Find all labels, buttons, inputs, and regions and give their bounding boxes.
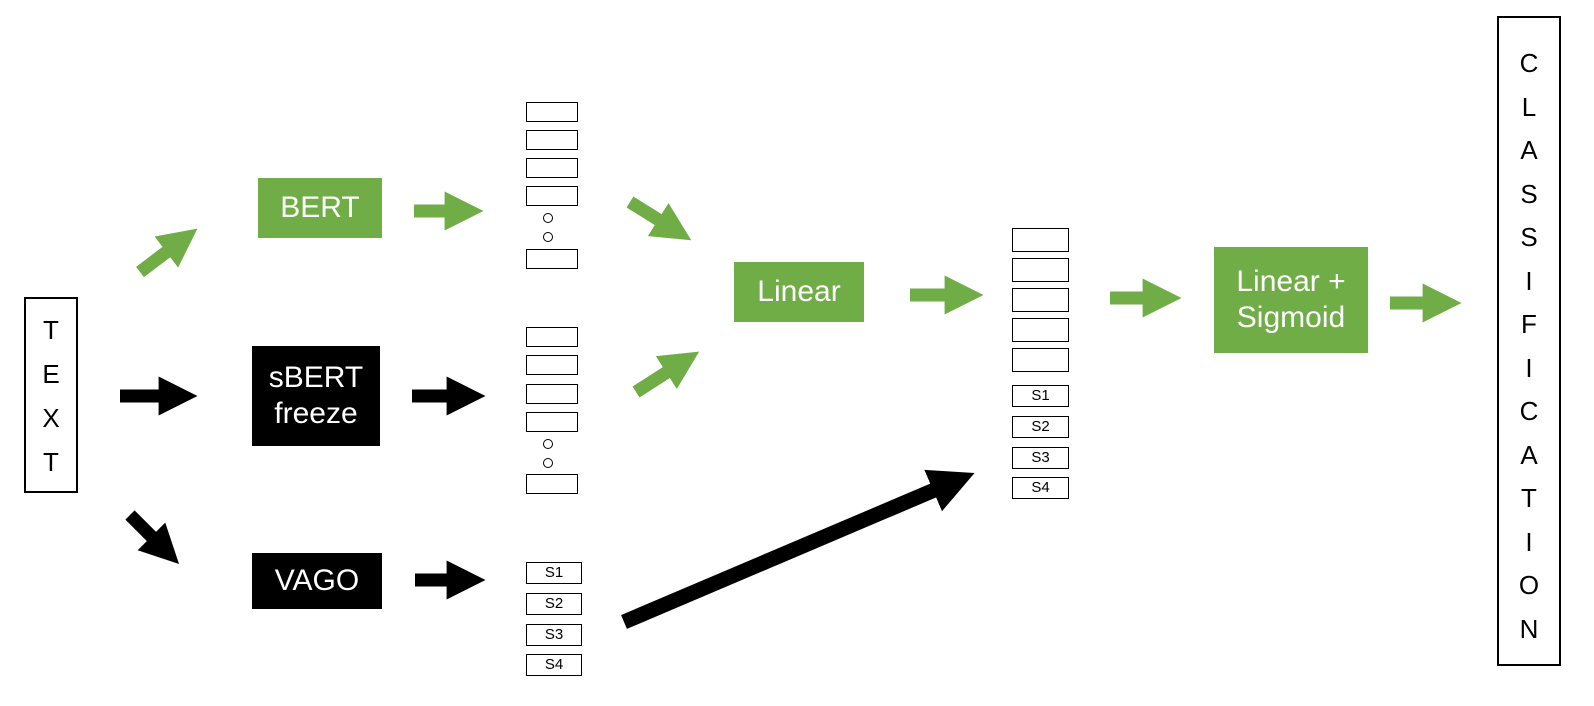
ellipsis-dot bbox=[543, 213, 553, 223]
output-letter: A bbox=[1520, 439, 1538, 470]
input-letter: T bbox=[43, 447, 59, 477]
score-cell: S2 bbox=[526, 593, 582, 615]
score-cell: S1 bbox=[1012, 385, 1069, 407]
vector-cell bbox=[526, 384, 578, 404]
linear-sigmoid-node: Linear + Sigmoid bbox=[1214, 247, 1368, 353]
input-letter: T bbox=[43, 315, 59, 345]
score-cell: S1 bbox=[526, 562, 582, 584]
input-letter: X bbox=[42, 403, 60, 433]
output-letter: F bbox=[1521, 309, 1537, 339]
score-cell: S4 bbox=[526, 654, 582, 676]
vector-cell bbox=[1012, 288, 1069, 312]
vector-cell bbox=[526, 249, 578, 269]
output-letter: C bbox=[1519, 48, 1539, 78]
sbert-label: sBERT bbox=[268, 361, 364, 394]
output-letter: I bbox=[1525, 526, 1533, 557]
vector-cell bbox=[526, 412, 578, 432]
vago-label: VAGO bbox=[274, 564, 360, 597]
output-letter: T bbox=[1521, 483, 1537, 513]
vector-cell bbox=[526, 327, 578, 347]
vector-cell bbox=[1012, 318, 1069, 342]
vector-cell bbox=[526, 158, 578, 178]
vector-cell bbox=[526, 355, 578, 375]
vector-cell bbox=[1012, 348, 1069, 372]
ellipsis-dot bbox=[543, 232, 553, 242]
linear-node: Linear bbox=[734, 262, 864, 322]
arrow-text-to-bert bbox=[136, 228, 198, 278]
vector-cell bbox=[526, 474, 578, 494]
input-text-box: T E X T bbox=[24, 297, 78, 493]
output-letter: A bbox=[1520, 135, 1538, 165]
output-letter: L bbox=[1521, 91, 1537, 122]
output-letter: I bbox=[1525, 265, 1533, 296]
output-letter: C bbox=[1519, 396, 1539, 426]
output-letter: N bbox=[1519, 613, 1539, 644]
linear-plus-label: Linear + bbox=[1236, 265, 1346, 298]
sbert-freeze-node: sBERT freeze bbox=[252, 346, 380, 446]
linear-label: Linear bbox=[757, 275, 841, 308]
input-letter: E bbox=[42, 359, 60, 389]
output-letter: O bbox=[1518, 570, 1540, 600]
vector-cell bbox=[526, 102, 578, 122]
vector-cell bbox=[1012, 258, 1069, 282]
arrow-sbert-vector-to-linear bbox=[632, 351, 700, 398]
vector-cell bbox=[526, 186, 578, 206]
output-letter: I bbox=[1525, 352, 1533, 383]
arrow-scores-to-concat bbox=[621, 469, 975, 629]
bert-node: BERT bbox=[258, 178, 382, 238]
ellipsis-dot bbox=[543, 458, 553, 468]
vector-cell bbox=[526, 130, 578, 150]
sbert-freeze-label: freeze bbox=[274, 397, 358, 430]
sigmoid-label: Sigmoid bbox=[1236, 301, 1346, 334]
vago-node: VAGO bbox=[252, 553, 382, 609]
arrow-bert-vector-to-linear bbox=[626, 196, 692, 241]
ellipsis-dot bbox=[543, 439, 553, 449]
vector-cell bbox=[1012, 228, 1069, 252]
score-cell: S2 bbox=[1012, 416, 1069, 438]
output-letter: S bbox=[1520, 222, 1538, 252]
score-cell: S3 bbox=[1012, 447, 1069, 469]
score-cell: S4 bbox=[1012, 477, 1069, 499]
bert-label: BERT bbox=[280, 191, 360, 224]
output-letter: S bbox=[1520, 178, 1538, 209]
arrow-text-to-vago bbox=[125, 510, 180, 565]
score-cell: S3 bbox=[526, 624, 582, 646]
